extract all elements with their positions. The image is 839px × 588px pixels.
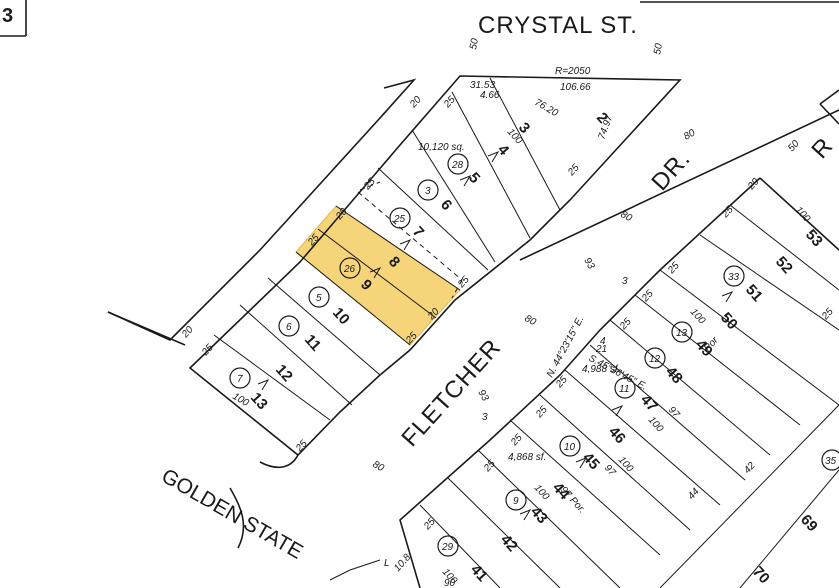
dim-3-a: 3 xyxy=(482,412,488,423)
dim-100-c: 100 xyxy=(793,205,813,225)
street-r: R xyxy=(806,132,838,164)
dim-25-q: 25 xyxy=(481,458,498,475)
dim-42: 42 xyxy=(742,460,758,476)
dim-31-53: 31.53 xyxy=(470,80,495,91)
dim-93-b: 93 xyxy=(475,388,490,404)
sheet-number-box: 3 xyxy=(0,0,27,37)
dim-25-h: 25 xyxy=(293,438,310,455)
dim-r2050: R=2050 xyxy=(555,66,591,77)
lot-numbers-lower: 41 42 43 44 45 46 47 48 49 50 51 52 53 6… xyxy=(467,226,826,587)
tick-marks xyxy=(257,150,734,521)
dim-3-b: 3 xyxy=(622,276,628,287)
dim-area-4988: 4,988 sf. xyxy=(582,364,620,375)
dim-25-p: 25 xyxy=(508,432,525,449)
dim-80-d: 80 xyxy=(371,459,387,474)
dim-25-i: 25 xyxy=(719,204,736,221)
dim-97-b: 97 xyxy=(602,463,618,479)
lower-block xyxy=(399,89,839,588)
dim-80-a: 80 xyxy=(682,127,698,142)
dim-21: 21 xyxy=(595,344,607,355)
parcel-13: 13 xyxy=(676,328,688,339)
dim-25-b: 25 xyxy=(565,162,582,179)
dim-100-f: 100 xyxy=(616,455,636,475)
lot-7: 7 xyxy=(409,223,427,241)
lot-13: 13 xyxy=(247,389,271,413)
parcel-29: 29 xyxy=(441,542,454,553)
lot-11: 11 xyxy=(301,331,324,354)
dim-20-a: 20 xyxy=(407,94,424,111)
dim-l: L xyxy=(384,558,390,569)
lot-41: 41 xyxy=(467,561,491,585)
lot-53: 53 xyxy=(802,226,826,250)
parcel-26: 26 xyxy=(343,264,356,275)
lot-42: 42 xyxy=(497,531,521,555)
street-crystal: CRYSTAL ST. xyxy=(478,12,638,39)
lot-50: 50 xyxy=(717,309,741,333)
dim-25-l: 25 xyxy=(617,316,634,333)
dim-50-c: 50 xyxy=(786,138,802,154)
lot-69: 69 xyxy=(797,511,821,535)
lot-43: 43 xyxy=(527,503,551,527)
dim-25-c: 25 xyxy=(361,176,378,193)
dim-80-b: 80 xyxy=(619,209,635,224)
parcel-circles: 28 3 25 26 5 6 7 33 13 12 11 10 9 29 35 xyxy=(229,153,839,557)
dim-100-e: 100 xyxy=(646,415,666,435)
dim-97: 97 xyxy=(666,405,682,421)
dim-76-20: 76.20 xyxy=(533,97,561,119)
parcel-7: 7 xyxy=(237,374,243,385)
lot-51: 51 xyxy=(742,281,766,305)
dim-106-66: 106.66 xyxy=(560,82,591,93)
dim-93-a: 93 xyxy=(581,256,596,272)
dim-100-b: 100 xyxy=(231,391,251,409)
parcel-35: 35 xyxy=(825,456,837,467)
lot-4: 4 xyxy=(494,141,513,159)
sheet-number: 3 xyxy=(2,5,13,27)
golden-state-line xyxy=(329,559,381,581)
dim-80-c: 80 xyxy=(523,313,539,328)
parcel-33: 33 xyxy=(728,272,740,283)
lot-5: 5 xyxy=(465,169,483,187)
upper-block xyxy=(107,75,682,469)
lot-70: 70 xyxy=(749,563,773,587)
lot-12: 12 xyxy=(272,361,296,385)
dim-area-4868: 4,868 sf. xyxy=(508,452,546,463)
dim-25-k: 25 xyxy=(639,288,656,305)
parcel-25: 25 xyxy=(393,214,406,225)
lot-46: 46 xyxy=(605,423,629,447)
parcel-9: 9 xyxy=(513,496,519,507)
lot-52: 52 xyxy=(772,253,796,277)
dim-25-m: 25 xyxy=(819,306,836,323)
lot-10: 10 xyxy=(329,304,353,328)
street-golden-state: GOLDEN STATE xyxy=(158,464,307,563)
dim-90: 90 xyxy=(444,578,456,588)
parcel-3: 3 xyxy=(425,186,431,197)
parcel-10: 10 xyxy=(564,442,576,453)
lot-47: 47 xyxy=(637,391,661,415)
parcel-5: 5 xyxy=(316,293,322,304)
lot-6: 6 xyxy=(437,196,455,214)
dim-4-66: 4.66 xyxy=(480,90,500,101)
dim-25-r: 25 xyxy=(421,516,438,533)
golden-state-curve xyxy=(229,487,245,549)
dim-25-a: 25 xyxy=(441,94,458,111)
dim-44: 44 xyxy=(686,486,702,502)
street-dr: DR. xyxy=(646,145,696,196)
parcel-28: 28 xyxy=(451,160,464,171)
dim-50-b: 50 xyxy=(652,42,665,55)
dim-4: 4 xyxy=(600,336,606,347)
parcel-11: 11 xyxy=(619,384,629,395)
dim-50-a: 50 xyxy=(468,37,481,50)
street-fletcher: FLETCHER xyxy=(396,334,506,452)
dim-25-o: 25 xyxy=(533,404,550,421)
parcel-6: 6 xyxy=(286,322,292,333)
parcel-12: 12 xyxy=(649,354,661,365)
dim-100-d: 100 xyxy=(688,307,708,327)
dim-area-10120: 10,120 sq. xyxy=(418,142,465,153)
lot-45: 45 xyxy=(579,449,603,473)
dim-20-d: 20 xyxy=(179,324,196,341)
dim-100-g: 100 xyxy=(532,483,552,503)
